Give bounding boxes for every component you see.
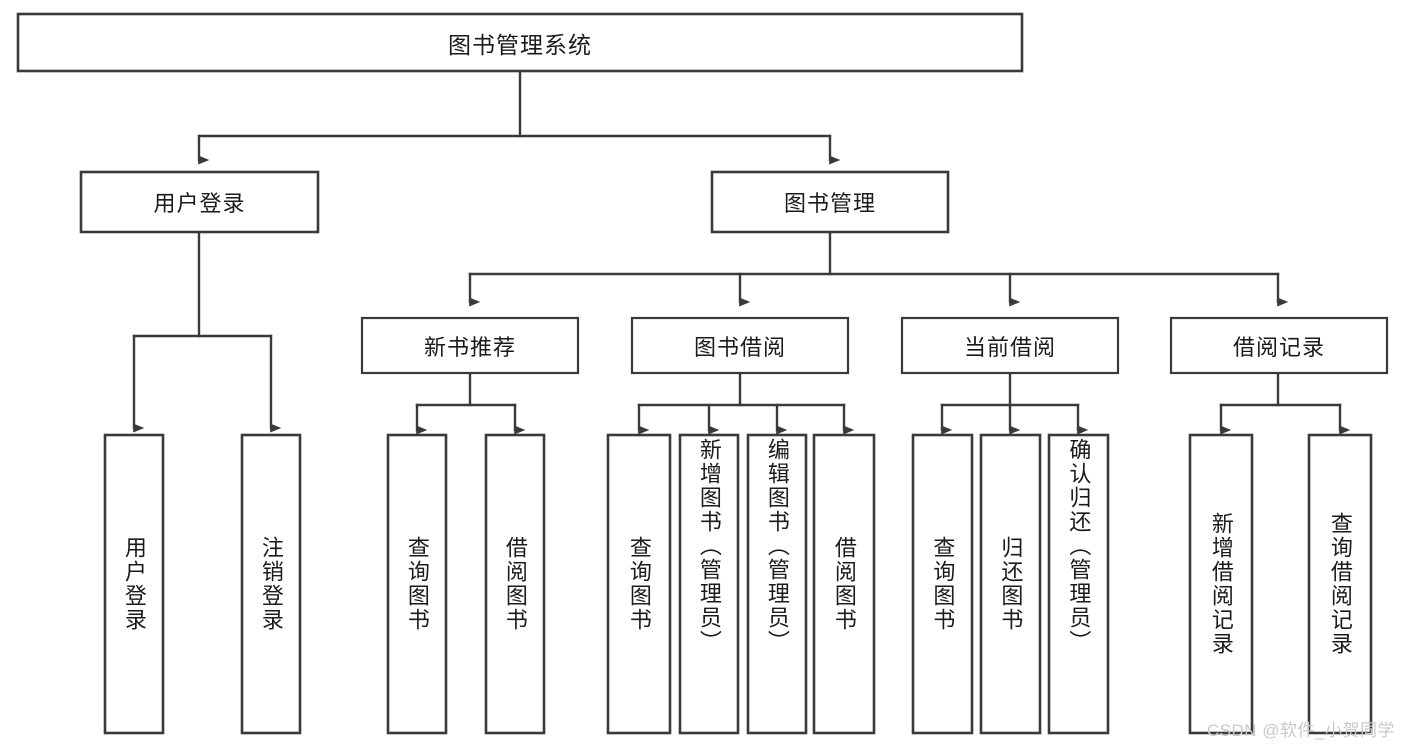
node-leaf-query-book-1[interactable] (386, 433, 448, 735)
node-current-borrow[interactable] (900, 316, 1120, 375)
node-leaf-return-book[interactable] (979, 433, 1042, 735)
node-leaf-add-book[interactable] (678, 433, 740, 735)
node-leaf-query-book-2[interactable] (606, 433, 672, 735)
box-layer (16, 12, 1389, 735)
node-leaf-user-login[interactable] (103, 433, 165, 735)
node-leaf-query-book-3[interactable] (911, 433, 974, 735)
node-root[interactable] (16, 12, 1024, 73)
node-leaf-logout[interactable] (240, 433, 302, 735)
node-leaf-borrow-book-2[interactable] (812, 433, 876, 735)
node-leaf-borrow-book-1[interactable] (484, 433, 546, 735)
connector-layer (132, 69, 1351, 435)
node-user-login[interactable] (79, 170, 320, 234)
node-new-book-recommend[interactable] (360, 316, 580, 375)
node-leaf-query-record[interactable] (1307, 433, 1373, 735)
node-book-management[interactable] (710, 170, 950, 234)
node-leaf-add-record[interactable] (1188, 433, 1254, 735)
node-borrow-record[interactable] (1169, 316, 1389, 375)
node-leaf-confirm-return[interactable] (1047, 433, 1110, 735)
node-book-borrow[interactable] (630, 316, 850, 375)
node-leaf-edit-book[interactable] (746, 433, 808, 735)
